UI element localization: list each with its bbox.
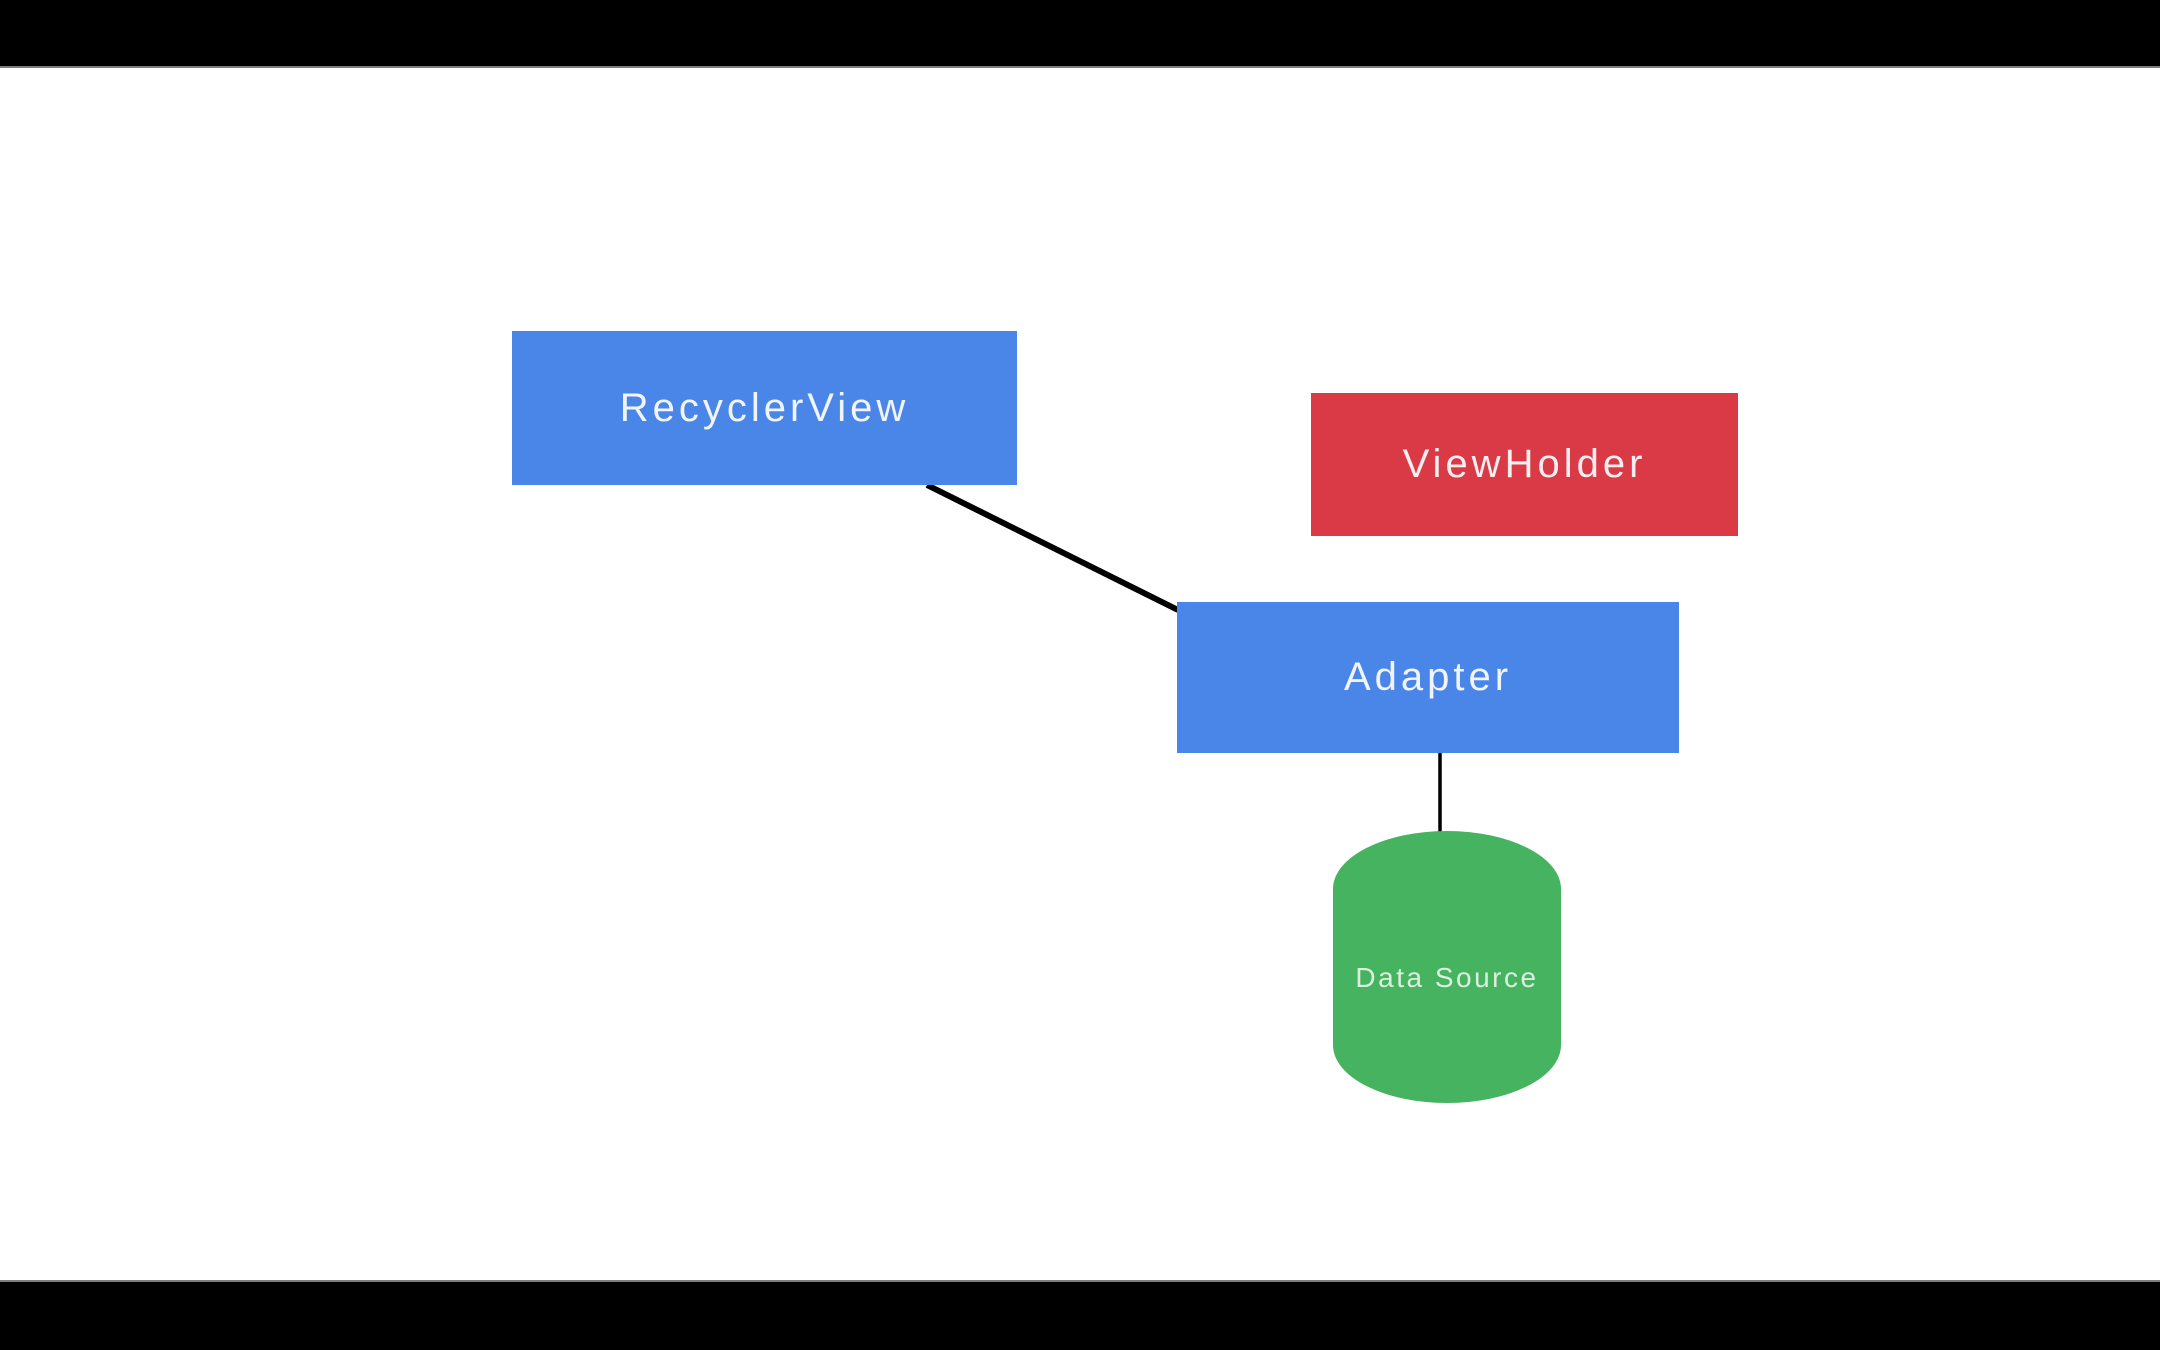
node-viewholder: ViewHolder bbox=[1311, 393, 1738, 536]
node-adapter: Adapter bbox=[1177, 602, 1679, 753]
database-cylinder-shape bbox=[1333, 831, 1561, 1103]
top-letterbox-bar bbox=[0, 0, 2160, 68]
database-cylinder-icon bbox=[1333, 831, 1561, 1103]
node-adapter-label: Adapter bbox=[1343, 655, 1513, 699]
node-viewholder-label: ViewHolder bbox=[1402, 442, 1647, 486]
bottom-letterbox-bar bbox=[0, 1280, 2160, 1350]
node-datasource-label: Data Source bbox=[1355, 962, 1539, 993]
node-datasource: Data Source bbox=[1333, 831, 1561, 1103]
node-recyclerview-label: RecyclerView bbox=[619, 385, 910, 430]
node-recyclerview: RecyclerView bbox=[512, 331, 1017, 485]
edge-recyclerview-adapter bbox=[925, 482, 1180, 613]
